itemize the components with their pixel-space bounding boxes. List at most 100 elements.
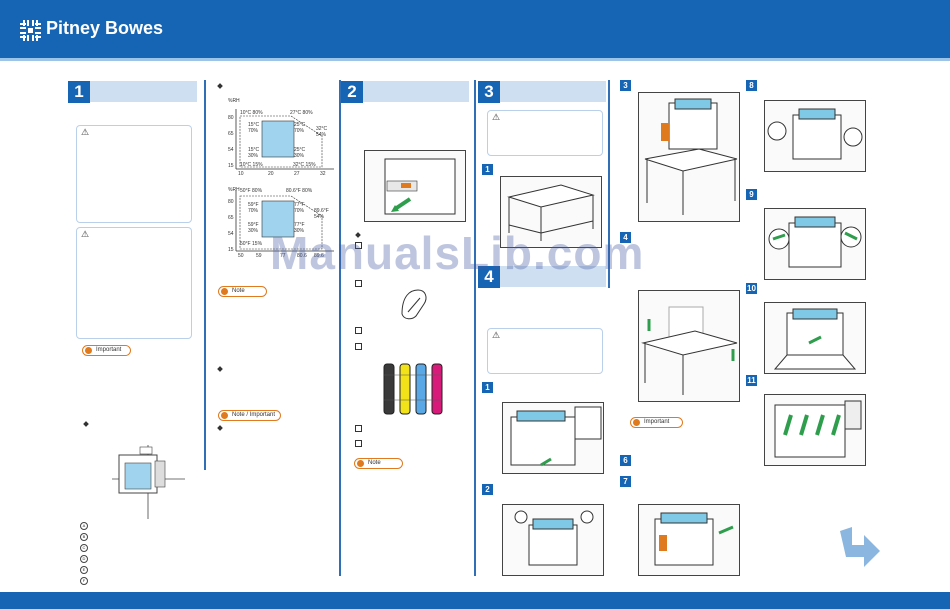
- clip-illustration: [401, 289, 427, 320]
- chart-point-label: 15°C 30%: [248, 147, 260, 159]
- install-toner-illustration: [764, 394, 866, 466]
- footer-bar: [0, 592, 950, 609]
- printer-slide-illustration: [638, 504, 740, 576]
- y-tick: 54: [228, 147, 234, 153]
- substep-badge: 9: [746, 189, 757, 200]
- caution-box: [76, 125, 192, 223]
- chart-point-label: 50°F 15%: [240, 241, 263, 247]
- warning-icon: ⚠: [492, 330, 501, 340]
- step-1-header: [68, 81, 197, 102]
- legend-a: A: [80, 522, 88, 530]
- cabinet-illustration: [500, 176, 602, 248]
- substep-badge: 11: [746, 375, 757, 386]
- column-divider: [474, 80, 476, 576]
- warning-icon: ⚠: [81, 229, 90, 239]
- drawer-open-illustration: [364, 150, 466, 222]
- chart-point-label: 77°F 30%: [294, 222, 305, 234]
- bullet-diamond-icon: [217, 425, 223, 431]
- chart-point-label: 59°F 30%: [248, 222, 259, 234]
- chart-point-label: 77°F 70%: [294, 202, 305, 214]
- x-tick: 50: [238, 253, 244, 259]
- checklist-box: [355, 327, 362, 334]
- toner-cartridges-illustration: [383, 363, 443, 415]
- substep-badge: 8: [746, 80, 757, 91]
- chart-point-label: 89.6°F 54%: [314, 208, 329, 220]
- header-bar: [0, 0, 950, 61]
- caution-box: [76, 227, 192, 339]
- column-divider: [339, 80, 341, 576]
- x-tick: 32: [320, 171, 326, 177]
- y-tick: 15: [228, 247, 234, 253]
- step-4-badge: 4: [478, 266, 500, 288]
- note-important-badge: Note / Important: [218, 410, 281, 421]
- checklist-box: [355, 242, 362, 249]
- substep-badge: 2: [482, 484, 493, 495]
- lifting-printer-illustration: [502, 504, 604, 576]
- substep-badge: 1: [482, 382, 493, 393]
- step-1-badge: 1: [68, 81, 90, 103]
- remove-tape-illustration: [764, 100, 866, 172]
- printer-lever-illustration: [502, 402, 604, 474]
- checklist-box: [355, 343, 362, 350]
- chart-point-label: 10°C 80%: [240, 110, 263, 116]
- chart-point-label: 50°F 80%: [240, 188, 263, 194]
- y-unit-label: %RH: [228, 98, 240, 104]
- bullet-diamond-icon: [83, 421, 89, 427]
- important-badge: Important: [630, 417, 683, 428]
- step-4-header: [478, 266, 606, 287]
- temperature-humidity-chart-fahrenheit: [235, 191, 334, 252]
- substep-badge: 4: [620, 232, 631, 243]
- bullet-diamond-icon: [217, 83, 223, 89]
- checklist-box: [355, 425, 362, 432]
- clearance-diagram: [112, 445, 185, 519]
- caution-box: [487, 328, 603, 374]
- caution-box: [487, 110, 603, 156]
- x-tick: 10: [238, 171, 244, 177]
- legend-d: D: [80, 555, 88, 563]
- substep-badge: 7: [620, 476, 631, 487]
- step-2-badge: 2: [341, 81, 363, 103]
- column-divider: [608, 80, 610, 288]
- temperature-humidity-chart-celsius: [235, 109, 334, 170]
- legend-e: E: [80, 566, 88, 574]
- step-3-badge: 3: [478, 81, 500, 103]
- open-front-cover-illustration: [764, 208, 866, 280]
- x-tick: 89.6: [314, 253, 324, 259]
- substep-badge: 6: [620, 455, 631, 466]
- y-tick: 65: [228, 131, 234, 137]
- chart-point-label: 25°C 70%: [294, 122, 306, 134]
- dimension-legend: A B C D E F: [80, 522, 94, 585]
- y-unit-label: %RH: [228, 187, 240, 193]
- chart-point-label: 59°F 70%: [248, 202, 259, 214]
- chart-point-label: 32°C 54%: [316, 126, 328, 138]
- y-tick: 80: [228, 115, 234, 121]
- x-tick: 80.6: [297, 253, 307, 259]
- y-tick: 15: [228, 163, 234, 169]
- next-page-arrow-icon[interactable]: [838, 527, 882, 567]
- legend-b: B: [80, 533, 88, 541]
- legend-c: C: [80, 544, 88, 552]
- note-badge: Note: [354, 458, 403, 469]
- chart-point-label: 15°C 70%: [248, 122, 260, 134]
- front-cover-open-illustration: [764, 302, 866, 374]
- cabinet-extension-illustration: [638, 290, 740, 402]
- chart-point-label: 10°C 15%: [240, 162, 263, 168]
- bullet-diamond-icon: [217, 366, 223, 372]
- chart-point-label: 80.6°F 80%: [286, 188, 313, 194]
- substep-badge: 3: [620, 80, 631, 91]
- x-tick: 20: [268, 171, 274, 177]
- chart-point-label: 32°C 15%: [293, 162, 316, 168]
- step-3-header: [478, 81, 606, 102]
- checklist-box: [355, 440, 362, 447]
- y-tick: 65: [228, 215, 234, 221]
- x-tick: 59: [256, 253, 262, 259]
- substep-badge: 10: [746, 283, 757, 294]
- x-tick: 27: [294, 171, 300, 177]
- substep-badge: 1: [482, 164, 493, 175]
- legend-f: F: [80, 577, 88, 585]
- chart-point-label: 27°C 80%: [290, 110, 313, 116]
- checklist-box: [355, 280, 362, 287]
- y-tick: 54: [228, 231, 234, 237]
- note-badge: Note: [218, 286, 267, 297]
- brand-name: Pitney Bowes: [46, 18, 164, 38]
